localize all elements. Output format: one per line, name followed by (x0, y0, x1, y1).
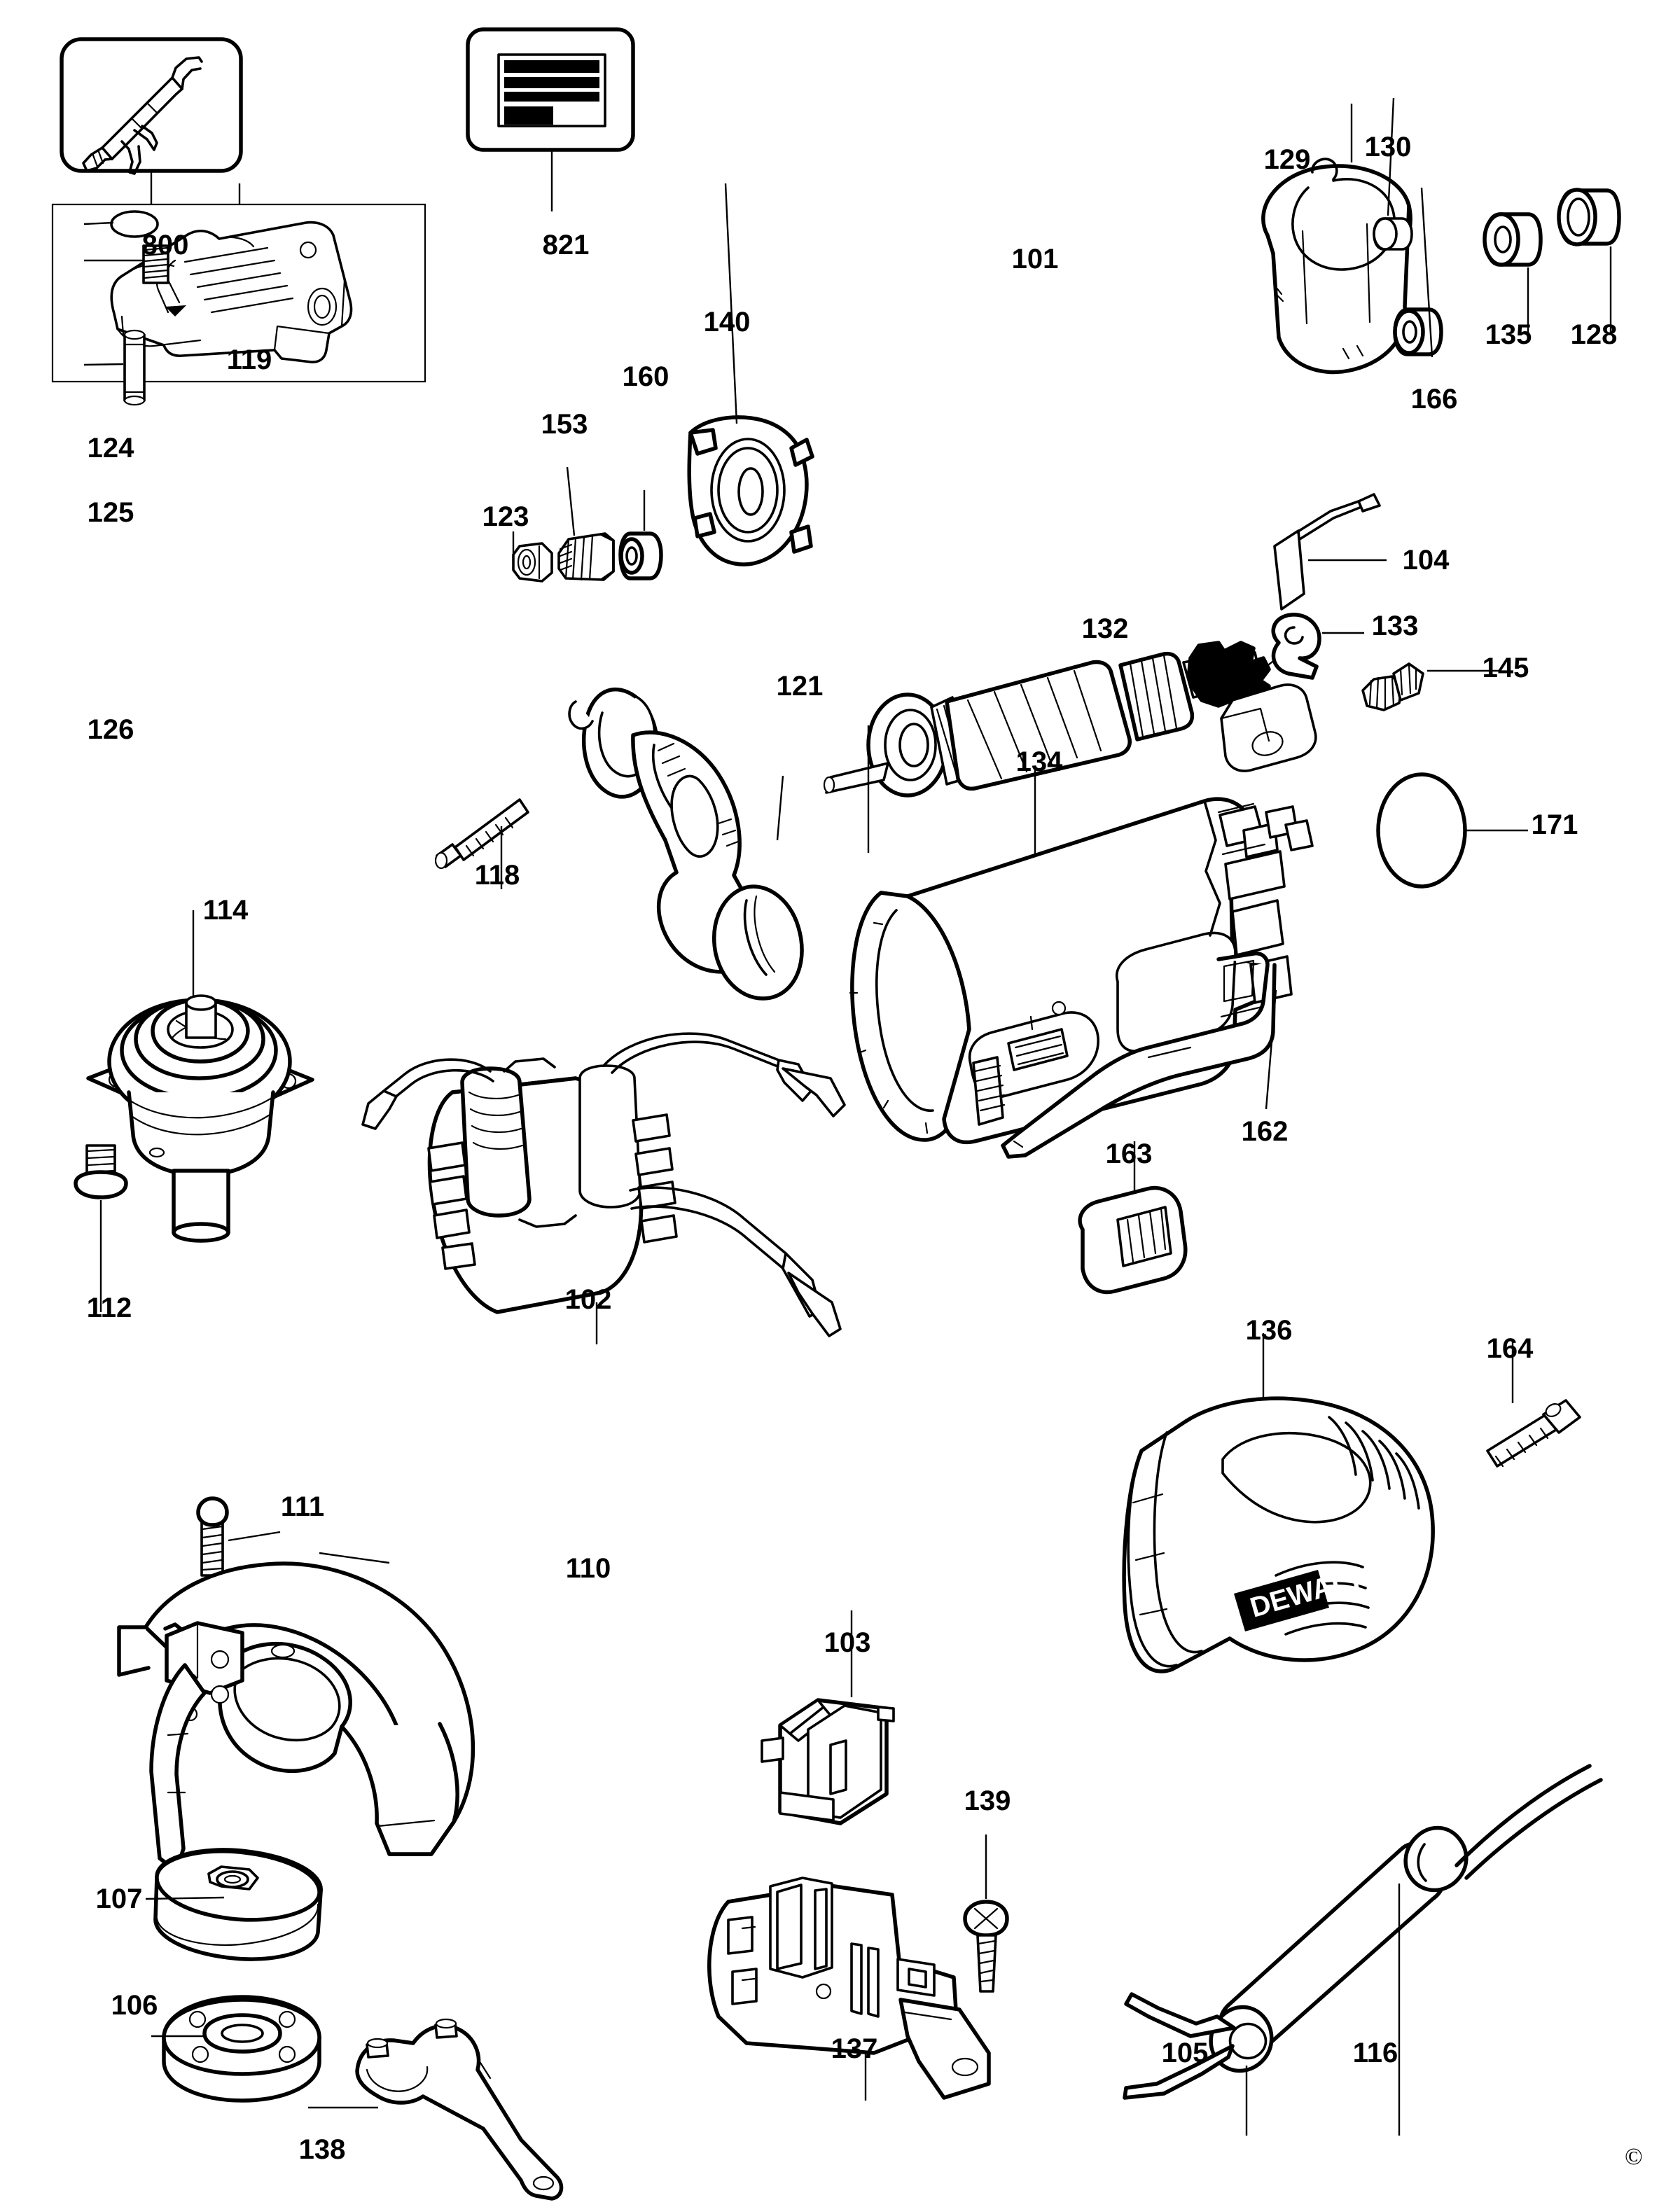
part-153-pinion-gear (557, 466, 615, 581)
part-821-label-group (466, 27, 635, 211)
warning-label-icon (497, 53, 606, 127)
part-166-washer-nut (1393, 187, 1443, 358)
leader-line-126 (83, 363, 124, 366)
part-119-gear-case-group (51, 183, 426, 406)
part-126-lock-pin (83, 329, 146, 406)
leader-line-111 (228, 1531, 281, 1542)
callout-160[interactable]: 160 (622, 361, 669, 392)
callout-800[interactable]: 800 (141, 230, 189, 260)
callout-112[interactable]: 112 (86, 1293, 132, 1323)
callout-118[interactable]: 118 (474, 860, 520, 891)
part-124-oring (83, 210, 159, 238)
part-121-side-handle (568, 688, 804, 1001)
callout-107[interactable]: 107 (95, 1884, 143, 1914)
callout-106[interactable]: 106 (111, 1990, 158, 2021)
callout-132[interactable]: 132 (1081, 613, 1129, 644)
callout-162[interactable]: 162 (1241, 1116, 1289, 1147)
leader-line-166 (1420, 187, 1433, 358)
part-112-screw-short (74, 1144, 128, 1312)
callout-135[interactable]: 135 (1485, 319, 1532, 350)
leader-line-130 (1387, 97, 1395, 216)
part-128-bearing-sleeve (1557, 188, 1621, 335)
callout-171[interactable]: 171 (1531, 809, 1578, 840)
callout-123[interactable]: 123 (482, 501, 529, 532)
callout-136[interactable]: 136 (1245, 1315, 1293, 1346)
callout-134[interactable]: 134 (1015, 746, 1063, 777)
callout-102[interactable]: 102 (564, 1284, 612, 1315)
part-163-switch-pad (1078, 1141, 1188, 1295)
callout-119[interactable]: 119 (226, 344, 272, 375)
part-106-backing-flange (151, 1995, 321, 2103)
part-134-motor-housing (849, 769, 1314, 1145)
callout-104[interactable]: 104 (1402, 545, 1450, 576)
callout-139[interactable]: 139 (964, 1785, 1011, 1816)
grease-gun-icon (82, 56, 203, 175)
callout-110[interactable]: 110 (565, 1553, 611, 1584)
leader-line-110 (319, 1552, 390, 1564)
part-138-spanner-wrench (308, 2018, 564, 2201)
callout-166[interactable]: 166 (1410, 384, 1458, 415)
callout-128[interactable]: 128 (1570, 319, 1618, 350)
callout-101[interactable]: 101 (1011, 244, 1059, 274)
part-118-screw-long (434, 798, 529, 889)
part-800-grease-gun-group (60, 37, 243, 210)
leader-line-107 (145, 1896, 225, 1900)
part-139-switch-screw (963, 1834, 1009, 1993)
callout-116[interactable]: 116 (1352, 2038, 1398, 2068)
callout-124[interactable]: 124 (87, 433, 134, 464)
callout-121[interactable]: 121 (776, 671, 824, 702)
callout-164[interactable]: 164 (1486, 1333, 1534, 1364)
boxed-icon-frame-800 (60, 37, 243, 173)
leader-line-121 (776, 775, 784, 841)
leader-line-124 (83, 221, 114, 225)
callout-114[interactable]: 114 (202, 895, 249, 926)
callout-133[interactable]: 133 (1371, 611, 1419, 641)
part-135-bearing (1483, 212, 1543, 335)
callout-138[interactable]: 138 (298, 2134, 346, 2165)
callout-103[interactable]: 103 (824, 1627, 871, 1658)
callout-130[interactable]: 130 (1364, 132, 1412, 162)
callout-153[interactable]: 153 (541, 409, 588, 440)
callout-137[interactable]: 137 (831, 2033, 878, 2064)
part-123-nut (512, 531, 553, 583)
callout-145[interactable]: 145 (1482, 653, 1529, 683)
callout-821[interactable]: 821 (542, 230, 590, 260)
callout-140[interactable]: 140 (703, 307, 751, 337)
callout-126[interactable]: 126 (87, 714, 134, 745)
part-140-baffle (687, 183, 814, 566)
copyright-symbol: © (1625, 2144, 1643, 2170)
part-111-guard-screw (196, 1496, 281, 1577)
part-114-spindle-gear-assembly (86, 910, 314, 1243)
part-137-switch-housing (707, 1877, 991, 2101)
part-132-brush-holder (1187, 637, 1317, 772)
leader-line-153 (566, 466, 576, 536)
part-162-switch-lever (1001, 951, 1277, 1159)
callout-111[interactable]: 111 (280, 1491, 325, 1522)
part-104-carbon-brush (1273, 493, 1387, 611)
callout-105[interactable]: 105 (1161, 2038, 1209, 2068)
part-145-screw (1361, 662, 1500, 711)
part-164-screw (1486, 1339, 1581, 1468)
leader-line-162 (1265, 989, 1277, 1110)
part-110-wheel-guard (117, 1552, 475, 1873)
part-130-bumper (1373, 97, 1413, 251)
part-171-oring (1376, 772, 1528, 889)
part-129-fan-baffle (1261, 104, 1412, 375)
part-101-armature (823, 651, 1262, 853)
callout-129[interactable]: 129 (1263, 144, 1311, 175)
leader-line-140 (724, 183, 738, 424)
part-125-spring (84, 244, 169, 284)
part-136-rear-housing: DEWALT (1122, 1333, 1435, 1673)
part-102-field-stator (361, 1032, 846, 1344)
arrow-marker (165, 305, 186, 316)
callout-125[interactable]: 125 (87, 497, 134, 528)
part-105-116-cord-group (1123, 1764, 1603, 2136)
part-103-switch (761, 1610, 895, 1825)
part-133-brush-spring (1271, 613, 1364, 680)
part-160-bearing (618, 490, 663, 580)
callout-163[interactable]: 163 (1105, 1139, 1153, 1169)
part-107-clamp-nut (145, 1848, 323, 1961)
